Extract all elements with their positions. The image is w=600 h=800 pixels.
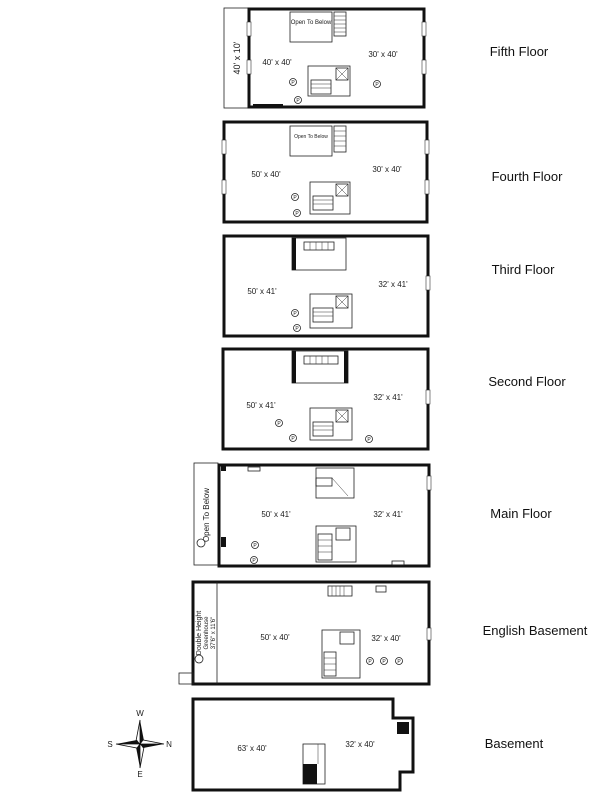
fifth-room-2: 30' x 40' <box>368 50 398 59</box>
fifth-stair-top <box>333 11 347 37</box>
third-core <box>309 293 353 329</box>
fourth-floor-plan: Open To Below 50' x 40' 30' x 40' P P <box>221 120 430 224</box>
second-floor-label: Second Floor <box>488 374 566 389</box>
svg-text:P: P <box>368 659 372 665</box>
fifth-post-markers: P P P <box>289 78 381 104</box>
fifth-floor-label: Fifth Floor <box>490 44 549 59</box>
svg-text:P: P <box>293 195 297 201</box>
main-room-1: 50' x 41' <box>261 510 291 519</box>
main-room-2: 32' x 41' <box>373 510 403 519</box>
english-basement-label: English Basement <box>483 623 588 638</box>
main-floor-plan: Open To Below 50' x 41' 32' x 41' P P <box>193 462 432 568</box>
fourth-post-markers: P P <box>291 193 301 217</box>
fourth-open-to-below <box>289 125 333 157</box>
third-stair-top <box>291 237 347 271</box>
fifth-room-1: 40' x 40' <box>262 58 292 67</box>
fourth-core <box>309 181 351 215</box>
basement-room-2: 32' x 40' <box>345 740 375 749</box>
third-floor-plan: 50' x 41' 32' x 41' P P <box>222 234 431 338</box>
fourth-room-2: 30' x 40' <box>372 165 402 174</box>
compass-west: W <box>136 709 144 718</box>
greenhouse-label-1: Double Height <box>196 611 203 655</box>
third-room-1: 50' x 41' <box>247 287 277 296</box>
compass-rose-icon: W E S N <box>107 709 172 779</box>
third-floor-label: Third Floor <box>492 262 556 277</box>
second-core <box>309 407 353 441</box>
compass-east: E <box>137 770 142 779</box>
fifth-wall-segment <box>253 104 283 108</box>
english-basement-outline <box>191 580 431 686</box>
english-basement-room-1: 50' x 40' <box>260 633 290 642</box>
fifth-core <box>307 65 351 97</box>
main-core <box>315 525 357 563</box>
third-room-2: 32' x 41' <box>378 280 408 289</box>
basement-outline <box>191 697 415 792</box>
svg-text:P: P <box>375 82 379 88</box>
basement-room-1: 63' x 40' <box>237 744 267 753</box>
english-basement-room-2: 32' x 40' <box>371 634 401 643</box>
svg-text:P: P <box>293 311 297 317</box>
fourth-room-1: 50' x 40' <box>251 170 281 179</box>
svg-text:P: P <box>295 211 299 217</box>
main-post-markers: P P <box>250 541 259 564</box>
svg-text:P: P <box>253 543 257 549</box>
second-floor-plan: 50' x 41' 32' x 41' P P P <box>221 347 431 451</box>
svg-text:P: P <box>291 436 295 442</box>
fifth-floor-plan: Open To Below 40' x 40' 30' x 40' 40' x … <box>223 7 427 109</box>
greenhouse-label-2: Greenhouse <box>204 616 210 650</box>
svg-text:P: P <box>295 326 299 332</box>
svg-text:P: P <box>382 659 386 665</box>
main-floor-label: Main Floor <box>490 506 552 521</box>
fourth-open-label: Open To Below <box>294 134 328 140</box>
english-basement-core <box>321 629 361 679</box>
third-post-markers: P P <box>291 309 301 332</box>
fifth-outline <box>247 7 426 109</box>
second-room-1: 50' x 41' <box>246 401 276 410</box>
english-basement-stair-top <box>327 585 353 597</box>
second-stair-top <box>291 350 349 384</box>
greenhouse-dim: 37'6" x 11'6" <box>211 617 217 649</box>
basement-plan: 63' x 40' 32' x 40' <box>191 697 415 792</box>
second-room-2: 32' x 41' <box>373 393 403 402</box>
svg-text:P: P <box>252 558 256 564</box>
second-post-markers: P P P <box>275 419 373 443</box>
svg-text:P: P <box>291 80 295 86</box>
compass-north: N <box>166 740 172 749</box>
fourth-stair-top <box>333 125 347 153</box>
svg-text:P: P <box>367 437 371 443</box>
fifth-open-label-1: Open To Below <box>291 20 332 26</box>
svg-text:P: P <box>277 421 281 427</box>
svg-text:P: P <box>296 98 300 104</box>
compass-south: S <box>107 740 112 749</box>
basement-stair <box>302 743 326 785</box>
fourth-outline <box>222 120 429 224</box>
main-stair <box>315 467 355 499</box>
main-outline <box>217 463 431 568</box>
english-basement-post-markers: P P P <box>366 657 403 665</box>
english-basement-plan: Double Height Greenhouse 37'6" x 11'6" 5… <box>178 580 432 686</box>
fifth-open-to-below <box>289 11 333 43</box>
fourth-floor-label: Fourth Floor <box>492 169 563 184</box>
main-open-to-below: Open To Below <box>202 488 211 542</box>
svg-text:P: P <box>397 659 401 665</box>
fifth-terrace-dim: 40' x 10' <box>232 41 242 74</box>
basement-label: Basement <box>485 736 544 751</box>
